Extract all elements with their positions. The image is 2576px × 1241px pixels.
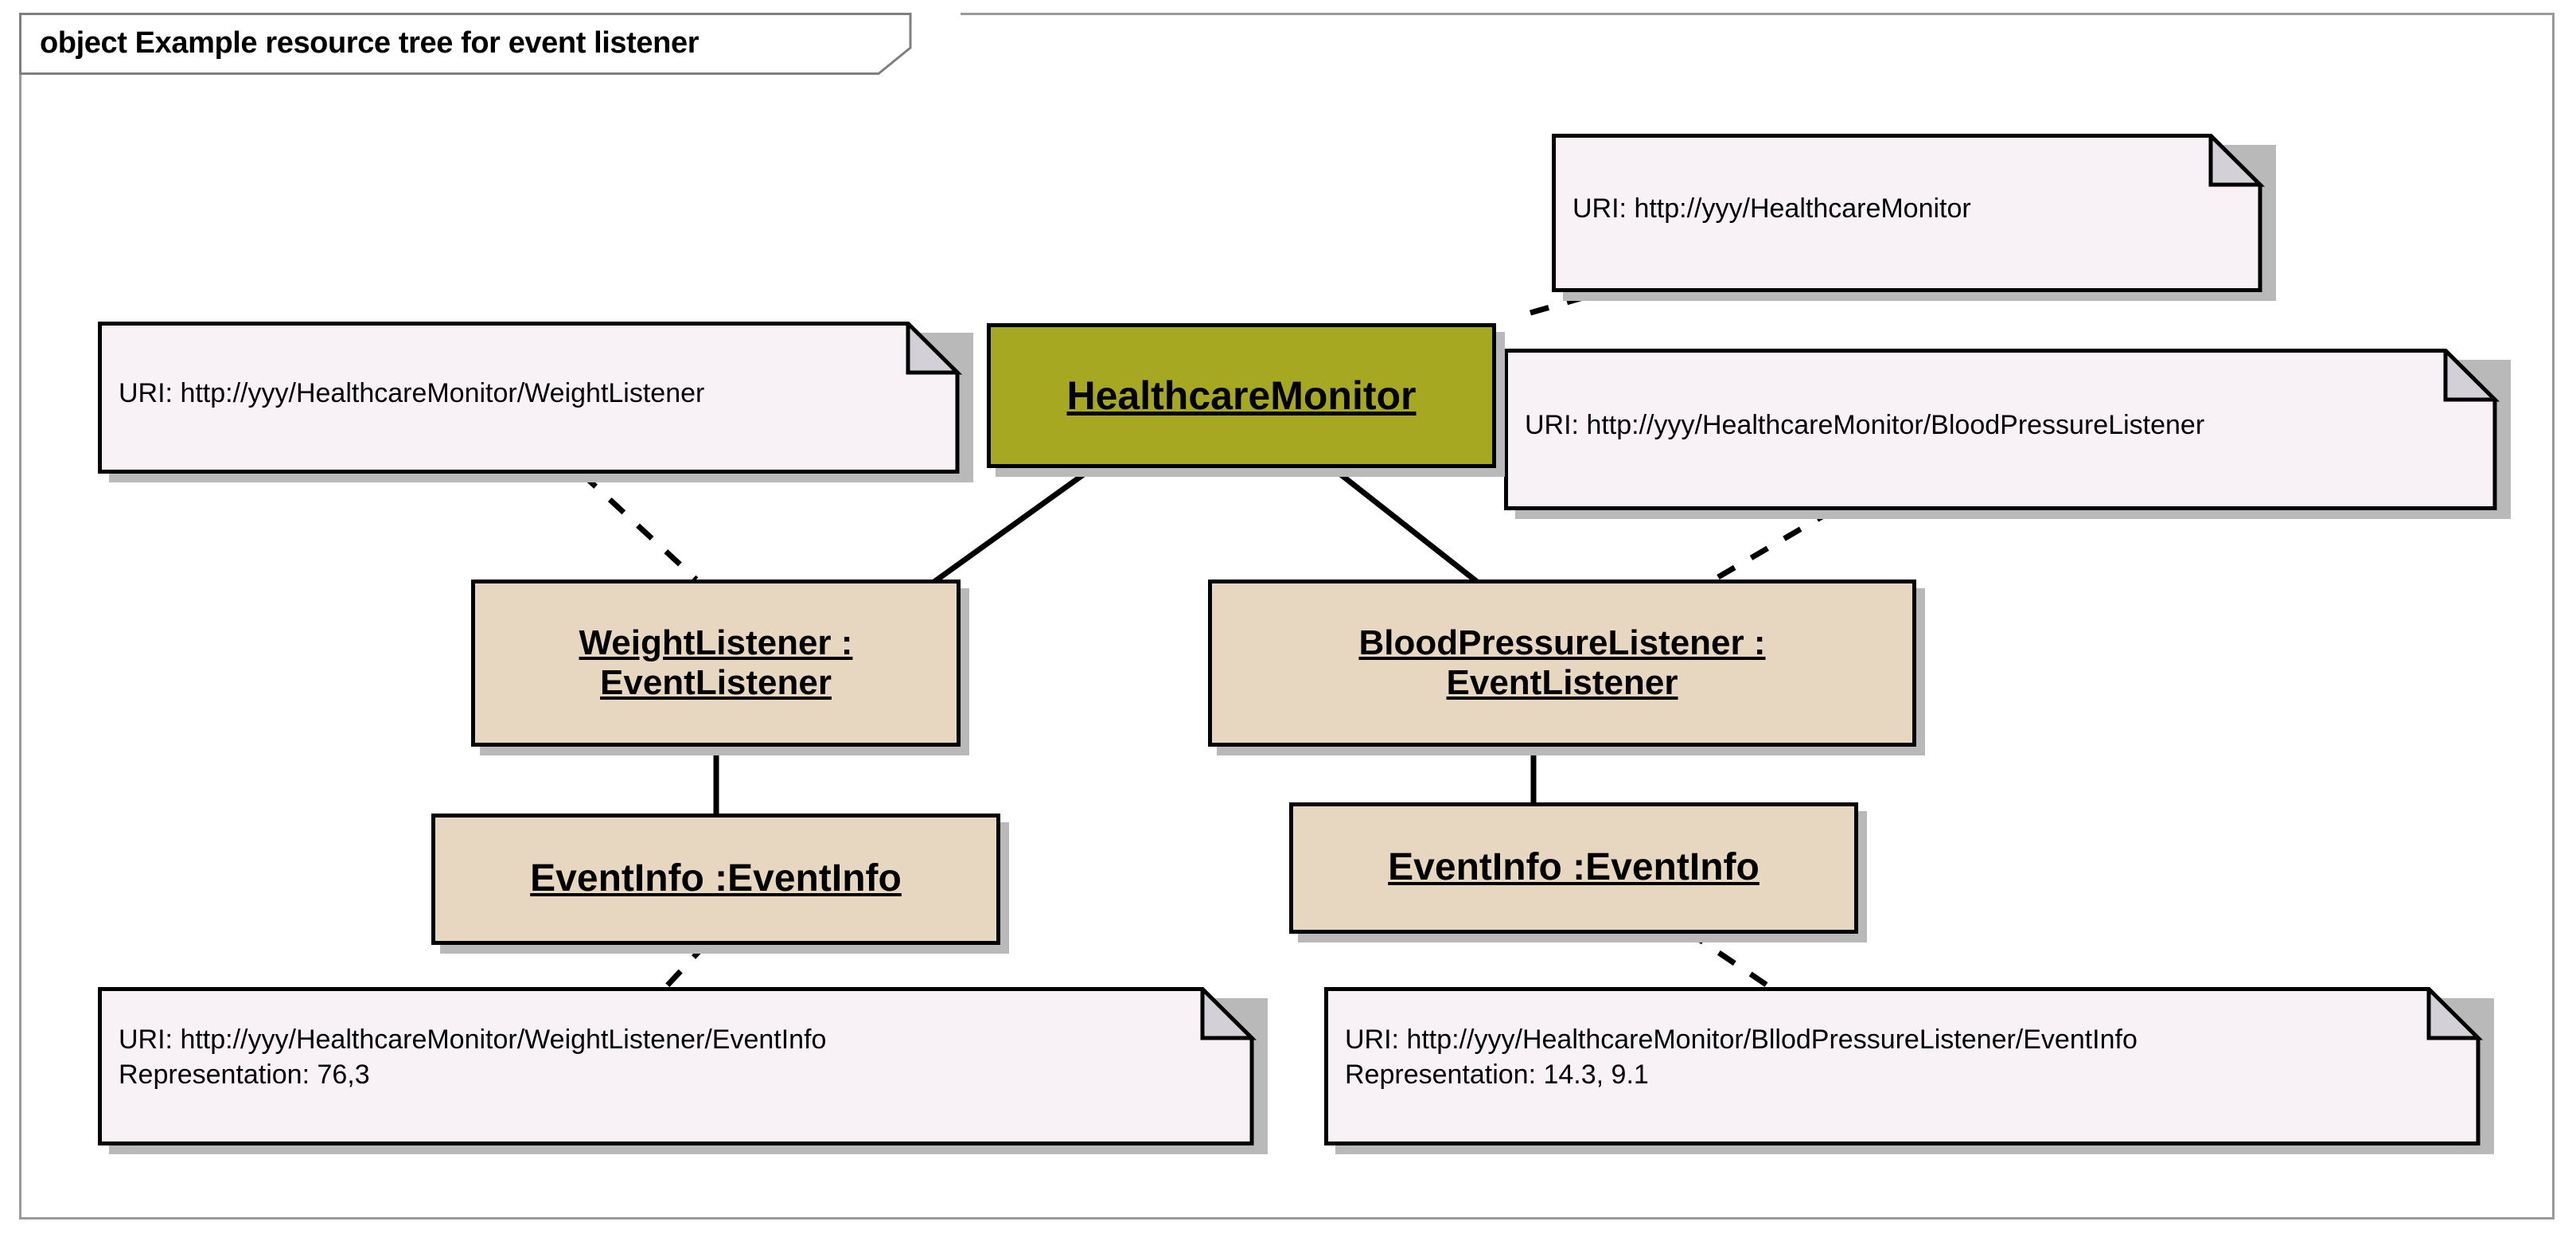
object-weight-eventinfo-label: EventInfo :EventInfo	[530, 857, 902, 900]
note-bloodpressure-listener-uri-text: URI: http://yyy/HealthcareMonitor/BloodP…	[1525, 410, 2205, 440]
note-weight-eventinfo-detail-text: URI: http://yyy/HealthcareMonitor/Weight…	[119, 1024, 827, 1091]
frame-title-tab-shape	[19, 13, 912, 75]
object-bloodpressure-listener-label: BloodPressureListener : EventListener	[1358, 622, 1766, 702]
note-bloodpressure-listener-uri: URI: http://yyy/HealthcareMonitor/BloodP…	[1504, 349, 2511, 519]
note-bloodpressure-eventinfo-detail-shape	[1324, 987, 2494, 1154]
object-healthcare-monitor-label: HealthcareMonitor	[1066, 373, 1417, 418]
note-weight-listener-uri-shape	[98, 322, 973, 482]
frame-title-tab: object Example resource tree for event l…	[19, 13, 961, 75]
note-weight-eventinfo-detail-shape	[98, 987, 1268, 1154]
frame-title-label: object Example resource tree for event l…	[40, 26, 700, 60]
object-weight-listener-label: WeightListener : EventListener	[579, 622, 853, 702]
note-weight-eventinfo-detail: URI: http://yyy/HealthcareMonitor/Weight…	[98, 987, 1268, 1154]
note-bloodpressure-listener-uri-shape	[1504, 349, 2511, 519]
object-bloodpressure-listener[interactable]: BloodPressureListener : EventListener	[1208, 580, 1916, 747]
note-weight-listener-uri: URI: http://yyy/HealthcareMonitor/Weight…	[98, 322, 973, 482]
note-root-uri-shape	[1552, 134, 2276, 301]
note-bloodpressure-eventinfo-detail-text: URI: http://yyy/HealthcareMonitor/BllodP…	[1345, 1024, 2138, 1091]
note-root-uri: URI: http://yyy/HealthcareMonitor	[1552, 134, 2276, 301]
object-bloodpressure-eventinfo-label: EventInfo :EventInfo	[1388, 846, 1760, 889]
object-weight-listener[interactable]: WeightListener : EventListener	[471, 580, 961, 747]
object-healthcare-monitor[interactable]: HealthcareMonitor	[987, 323, 1496, 468]
note-root-uri-text: URI: http://yyy/HealthcareMonitor	[1572, 193, 1971, 224]
note-weight-listener-uri-text: URI: http://yyy/HealthcareMonitor/Weight…	[119, 378, 705, 408]
object-bloodpressure-eventinfo[interactable]: EventInfo :EventInfo	[1289, 802, 1858, 934]
note-bloodpressure-eventinfo-detail: URI: http://yyy/HealthcareMonitor/BllodP…	[1324, 987, 2494, 1154]
object-weight-eventinfo[interactable]: EventInfo :EventInfo	[431, 814, 1000, 945]
